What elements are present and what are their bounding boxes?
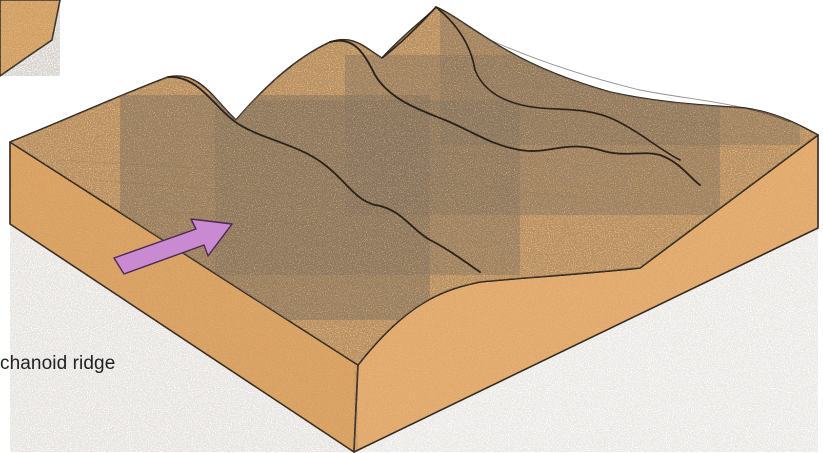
caption-label: chanoid ridge — [0, 353, 115, 375]
